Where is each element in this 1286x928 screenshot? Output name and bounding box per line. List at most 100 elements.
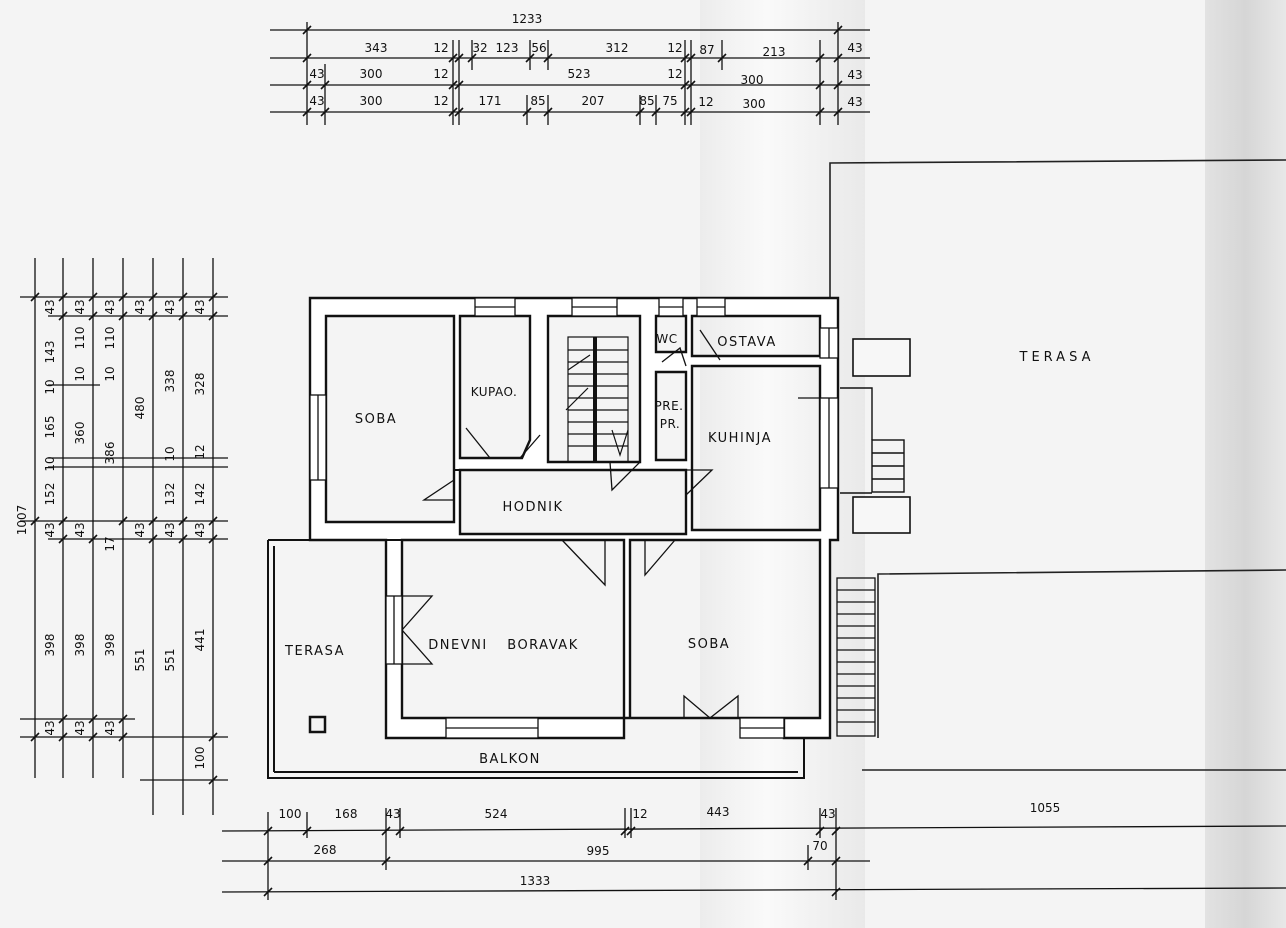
dim-bottom-r1-7: 43 <box>820 807 835 821</box>
dim-top-r1-9: 213 <box>763 45 786 59</box>
room-label-wc: WC <box>656 332 677 346</box>
dim-left-c6-4: 43 <box>193 522 207 537</box>
room-label-boravak: BORAVAK <box>507 638 578 653</box>
terrace-drain <box>308 715 327 734</box>
dim-top-r1-5: 56 <box>531 41 546 55</box>
top-dimension-lines <box>270 22 870 125</box>
room-label-soba-1: SOBA <box>355 412 397 427</box>
dim-left-c5-1: 338 <box>163 370 177 393</box>
dim-left-c2-6: 43 <box>73 720 87 735</box>
left-dimension-ticks <box>30 292 218 785</box>
dim-top-r2-5: 12 <box>667 67 682 81</box>
dim-left-c6-5: 441 <box>193 629 207 652</box>
dim-bottom-r1-4: 524 <box>485 807 508 821</box>
dim-top-r1-10: 43 <box>847 41 862 55</box>
side-steps <box>840 387 905 494</box>
dim-left-c1-2: 10 <box>43 379 57 394</box>
bottom-dimension-labels: 100 168 43 524 12 443 43 1055 268 995 70… <box>279 801 1061 888</box>
dim-left-c4-3: 551 <box>133 649 147 672</box>
dim-left-c5-3: 132 <box>163 483 177 506</box>
bottom-dimension-lines <box>221 808 1286 900</box>
exterior-stair <box>836 577 876 737</box>
door-swings <box>401 329 821 719</box>
windows <box>309 297 839 739</box>
dim-left-c2-1: 110 <box>73 327 87 350</box>
dim-top-r1-3: 32 <box>472 41 487 55</box>
dim-bottom-r1-2: 168 <box>335 807 358 821</box>
dim-top-r3-4: 171 <box>479 94 502 108</box>
dim-bottom-r1-6: 443 <box>707 805 730 819</box>
right-terrace-outline <box>829 159 1286 771</box>
dim-left-t3: 43 <box>103 299 117 314</box>
dim-left-c3-5: 398 <box>103 634 117 657</box>
dim-left-c1-4: 10 <box>43 456 57 471</box>
bottom-dimension-ticks <box>263 826 841 897</box>
dim-bottom-r2-3: 70 <box>812 839 827 853</box>
dim-left-c2-5: 398 <box>73 634 87 657</box>
dim-left-c6-6: 100 <box>193 747 207 770</box>
dim-left-c1-6: 43 <box>43 522 57 537</box>
dim-left-t1: 43 <box>43 299 57 314</box>
dim-left-t4: 43 <box>133 299 147 314</box>
paper-fold-right <box>1205 0 1286 928</box>
dim-top-r1-6: 312 <box>606 41 629 55</box>
room-label-predprostor-2: PR. <box>660 417 680 431</box>
dim-top-r1-7: 12 <box>667 41 682 55</box>
dim-top-r3-1: 43 <box>309 94 324 108</box>
dim-left-t2: 43 <box>73 299 87 314</box>
chimney-blocks <box>852 338 911 534</box>
walls <box>308 296 840 740</box>
dim-left-c3-6: 43 <box>103 720 117 735</box>
room-label-balkon: BALKON <box>479 752 541 767</box>
dim-left-c5-5: 551 <box>163 649 177 672</box>
dim-top-r1-8: 87 <box>699 43 714 57</box>
room-label-predprostor-1: PRE. <box>655 399 684 413</box>
room-label-terasa-right: TERASA <box>1019 350 1095 365</box>
dim-bottom-r1-3: 43 <box>385 807 400 821</box>
dim-top-r3-3: 12 <box>433 94 448 108</box>
dim-bottom-r1-1: 100 <box>279 807 302 821</box>
dim-left-t6: 43 <box>193 299 207 314</box>
dim-left-c2-4: 43 <box>73 522 87 537</box>
dim-top-r2-3: 12 <box>433 67 448 81</box>
dim-left-c2-2: 10 <box>73 366 87 381</box>
dim-top-r3-10: 300 <box>743 97 766 111</box>
dim-bottom-overall: 1333 <box>520 874 551 888</box>
left-dimension-labels: 1007 43 43 43 43 43 43 143 10 165 10 152… <box>15 299 207 769</box>
dim-top-r2-6: 300 <box>741 73 764 87</box>
dim-left-c5-4: 43 <box>163 522 177 537</box>
dim-top-r3-2: 300 <box>360 94 383 108</box>
dim-left-c3-3: 386 <box>103 442 117 465</box>
dim-top-r1-4: 123 <box>496 41 519 55</box>
dim-top-r2-1: 43 <box>309 67 324 81</box>
dim-top-r1-1: 343 <box>365 41 388 55</box>
room-labels: SOBA KUPAO. WC OSTAVA PRE. PR. KUHINJA H… <box>284 332 1095 767</box>
dim-left-c1-3: 165 <box>43 416 57 439</box>
dim-top-r2-7: 43 <box>847 68 862 82</box>
dim-top-r3-6: 207 <box>582 94 605 108</box>
dim-left-c3-2: 10 <box>103 366 117 381</box>
dim-left-c1-1: 143 <box>43 341 57 364</box>
dim-top-overall: 1233 <box>512 12 543 26</box>
wall-joints <box>386 469 460 541</box>
top-dimension-labels: 1233 343 12 32 123 56 312 12 87 213 43 4… <box>309 12 862 111</box>
dim-top-r3-8: 75 <box>662 94 677 108</box>
dim-top-r3-9: 12 <box>698 95 713 109</box>
dim-left-t5: 43 <box>163 299 177 314</box>
top-dimension-ticks <box>302 25 843 117</box>
dim-top-r3-7: 85 <box>639 94 654 108</box>
dim-left-c1-5: 152 <box>43 483 57 506</box>
left-terrace-outline <box>267 539 805 779</box>
dim-top-r3-5: 85 <box>530 94 545 108</box>
dim-left-c1-8: 43 <box>43 720 57 735</box>
room-label-kupaonica: KUPAO. <box>471 385 518 399</box>
dim-left-c6-1: 328 <box>193 373 207 396</box>
dim-left-c5-2: 10 <box>163 446 177 461</box>
dim-left-overall: 1007 <box>15 505 29 536</box>
room-label-kuhinja: KUHINJA <box>708 431 772 446</box>
room-label-hodnik: HODNIK <box>502 500 563 515</box>
dim-left-c3-1: 110 <box>103 327 117 350</box>
room-label-ostava: OSTAVA <box>717 335 776 350</box>
dim-left-c6-3: 142 <box>193 483 207 506</box>
